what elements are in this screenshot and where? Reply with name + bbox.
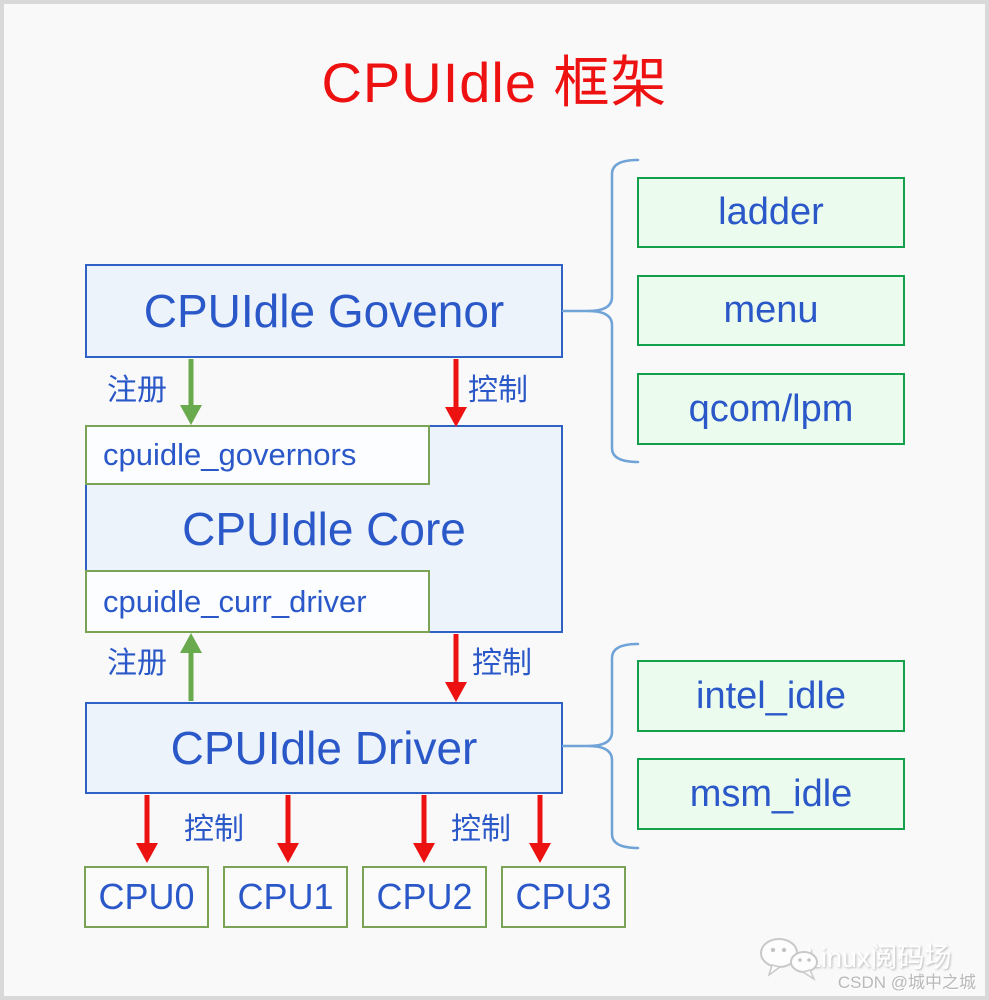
governor-option-label: menu: [723, 289, 819, 331]
control-arrow-driver-to-cpu2: [413, 795, 435, 863]
governor-option-qcom-lpm-box: qcom/lpm: [637, 373, 905, 445]
driver-option-msm-idle-box: msm_idle: [637, 758, 905, 830]
register-arrow-driver-to-core: [180, 633, 202, 701]
cpuidle-governors-registry-box: cpuidle_governors: [85, 425, 430, 485]
cpuidle-curr-driver-label: cpuidle_curr_driver: [103, 583, 367, 619]
control-edge-label: 控制: [451, 813, 511, 846]
control-edge-label: 控制: [184, 813, 244, 846]
driver-label: CPUIdle Driver: [170, 722, 478, 774]
governor-option-label: ladder: [718, 191, 824, 233]
governor-option-ladder-box: ladder: [637, 177, 905, 248]
watermark-brand: Linux阅码场: [806, 943, 952, 973]
governor-label: CPUIdle Govenor: [143, 285, 505, 337]
diagram-title: CPUIdle 框架: [321, 51, 668, 114]
cpu-label: CPU2: [376, 876, 473, 917]
cpu-label: CPU1: [237, 876, 334, 917]
control-edge-label: 控制: [468, 374, 528, 407]
cpu3-box: CPU3: [501, 866, 626, 928]
control-edge-label: 控制: [472, 647, 532, 680]
cpu2-box: CPU2: [362, 866, 487, 928]
cpu0-box: CPU0: [84, 866, 209, 928]
control-arrow-driver-to-cpu1: [277, 795, 299, 863]
control-arrow-driver-to-cpu0: [136, 795, 158, 863]
cpuidle-governors-label: cpuidle_governors: [103, 437, 357, 472]
governor-option-menu-box: menu: [637, 275, 905, 346]
driver-options-brace: [561, 642, 640, 850]
core-label: CPUIdle Core: [182, 503, 466, 555]
cpu-label: CPU0: [98, 876, 195, 917]
governor-option-label: qcom/lpm: [688, 387, 854, 430]
governor-options-brace: [561, 158, 640, 464]
control-arrow-driver-to-cpu3: [529, 795, 551, 863]
register-edge-label: 注册: [107, 374, 167, 407]
driver-box: CPUIdle Driver: [85, 702, 563, 794]
cpuidle-curr-driver-registry-box: cpuidle_curr_driver: [85, 570, 430, 633]
driver-option-intel-idle-box: intel_idle: [637, 660, 905, 732]
register-edge-label: 注册: [107, 647, 167, 680]
register-arrow-governor-to-core: [180, 359, 202, 425]
driver-option-label: msm_idle: [689, 772, 853, 815]
cpu1-box: CPU1: [223, 866, 348, 928]
governor-box: CPUIdle Govenor: [85, 264, 563, 358]
driver-option-label: intel_idle: [696, 674, 846, 717]
watermark-credit: CSDN @城中之城: [837, 973, 976, 992]
cpu-label: CPU3: [515, 876, 612, 917]
